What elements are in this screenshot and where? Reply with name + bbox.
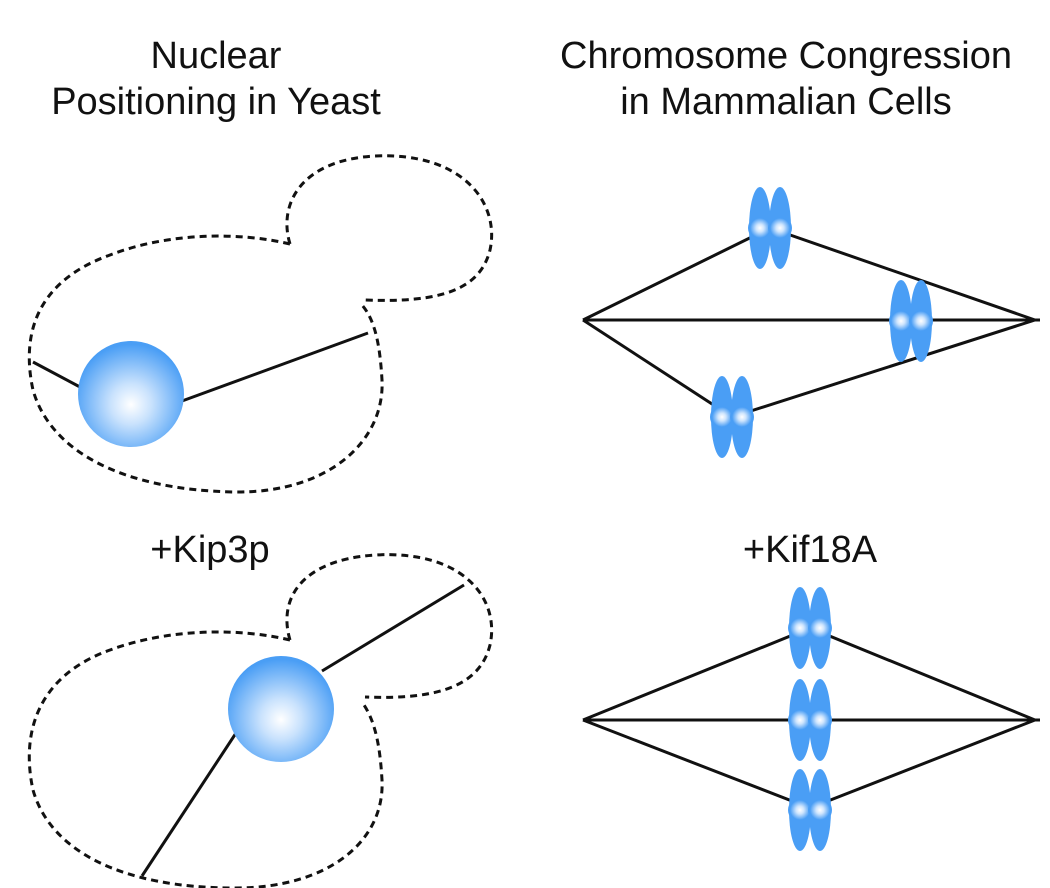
spindle-mt-upper-right-2 [809, 626, 1036, 722]
microtubule-into-bud [321, 583, 465, 673]
yeast-mother-outline-bottom [27, 630, 384, 888]
yeast-panel-title: Nuclear Positioning in Yeast [18, 33, 414, 125]
spindle-mt-lower-left-2 [582, 718, 811, 810]
nucleus-top [78, 341, 184, 447]
microtubule-right-top [181, 331, 369, 403]
chromosome-aligned-middle [788, 679, 832, 761]
mammal-title-line-1: Chromosome Congression [560, 35, 1012, 77]
yeast-title-line-2: Positioning in Yeast [51, 81, 381, 123]
microtubule-left-top [32, 360, 81, 389]
nucleus-bottom [228, 656, 334, 762]
spindle-mt-upper-right [769, 226, 1036, 322]
yeast-mother-outline-top [27, 234, 384, 494]
spindle-mt-upper-left-2 [582, 626, 811, 722]
chromosome-middle [889, 280, 933, 362]
chromosome-aligned-bottom [788, 769, 832, 851]
chromosome-aligned-top [788, 587, 832, 669]
yeast-title-line-1: Nuclear [150, 35, 282, 77]
yeast-bud-outline-bottom [285, 553, 494, 699]
chromosome-upper [748, 187, 792, 269]
spindle-mt-lower-left [582, 318, 733, 419]
yeast-cell-bottom [27, 553, 494, 888]
chromosome-lower [710, 376, 754, 458]
spindle-mt-upper-left [582, 226, 771, 322]
mammal-panel-title: Chromosome Congression in Mammalian Cell… [522, 33, 1050, 125]
spindle-mt-lower-right [731, 318, 1036, 419]
kif18a-label: +Kif18A [742, 529, 878, 571]
microtubule-into-mother [140, 729, 240, 877]
yeast-cell-top [27, 154, 494, 494]
mammal-title-line-2: in Mammalian Cells [620, 81, 952, 123]
yeast-bud-outline-top [285, 154, 494, 302]
spindle-top [582, 187, 1040, 458]
kip3p-label: +Kip3p [150, 529, 270, 571]
spindle-bottom [582, 587, 1040, 851]
spindle-mt-lower-right-2 [809, 718, 1036, 810]
